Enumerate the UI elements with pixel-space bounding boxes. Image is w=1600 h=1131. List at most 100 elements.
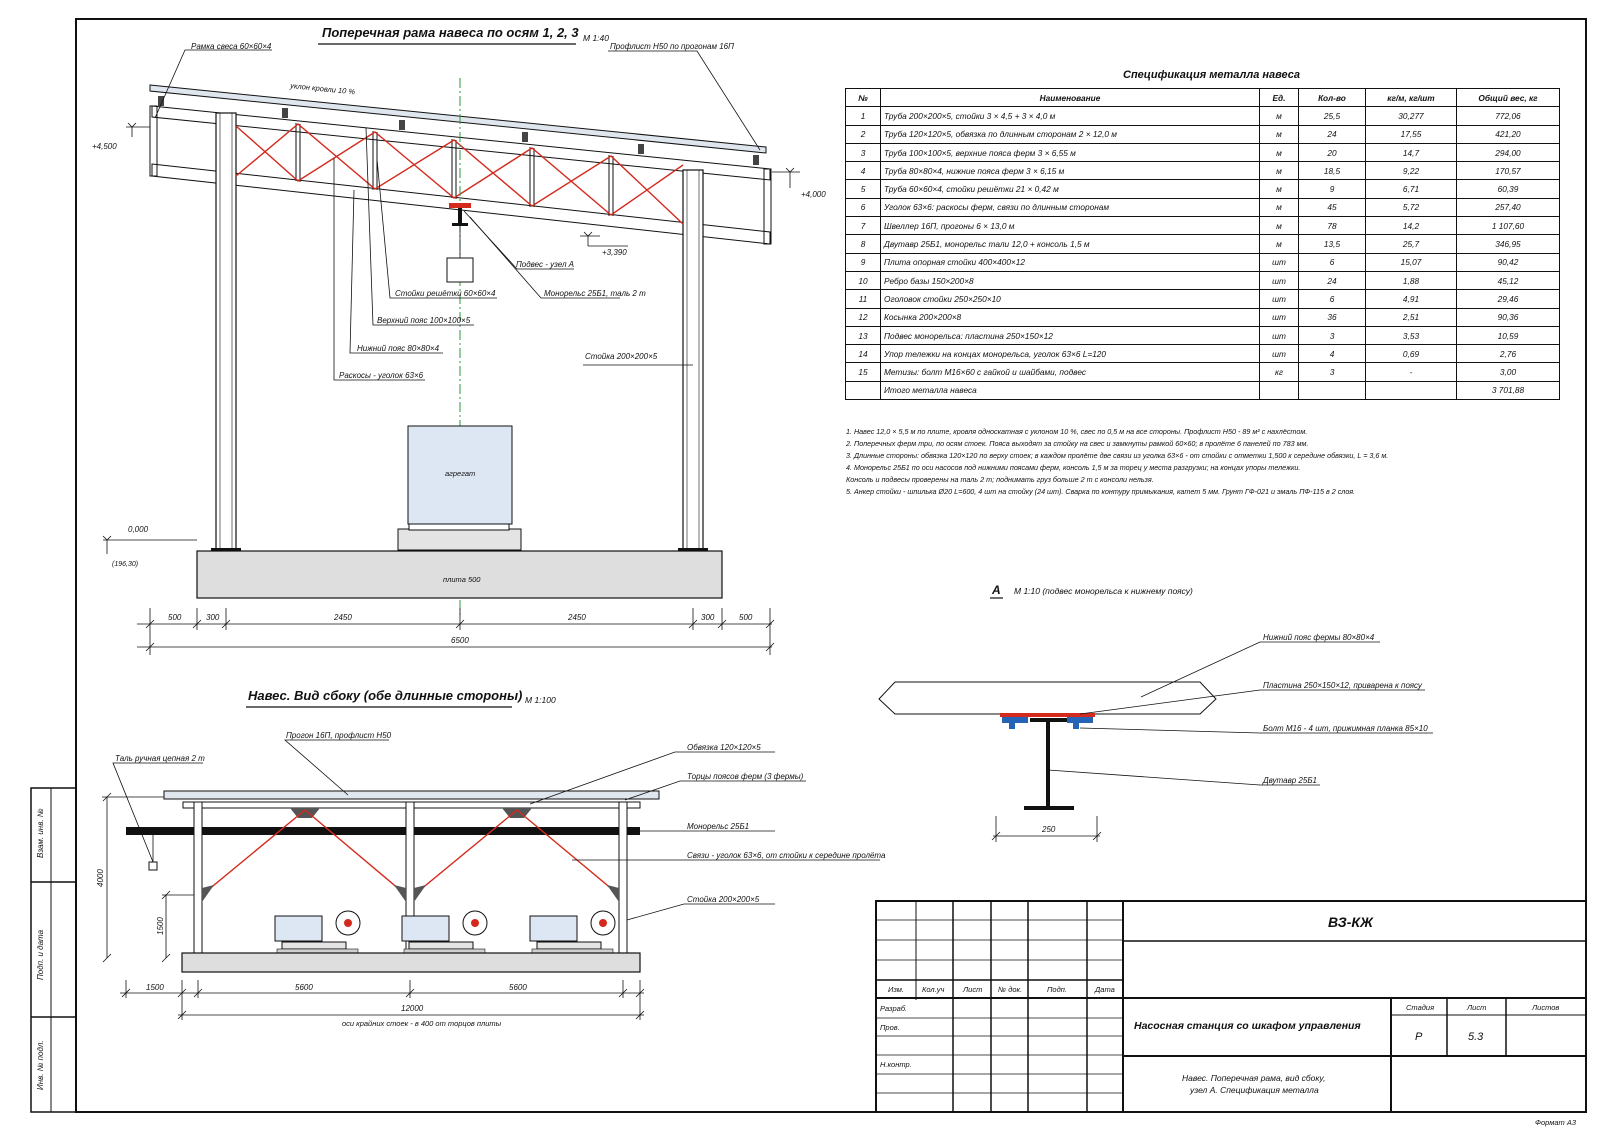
spec-cell-number: 11 <box>845 289 881 309</box>
spec-col-total-weight: Общий вес, кг <box>1456 87 1560 108</box>
level-zero: 0,000 <box>128 525 149 534</box>
margin-label-inventory: Инв. № подл. <box>36 1040 45 1090</box>
spec-cell-unit-weight <box>1365 380 1457 401</box>
spec-cell-unit-weight: 17,55 <box>1365 124 1457 144</box>
spec-cell-name: Оголовок стойки 250×250×10 <box>880 289 1260 309</box>
spec-cell-number: 2 <box>845 124 881 144</box>
spec-cell-name: Метизы: болт М16×60 с гайкой и шайбами, … <box>880 362 1260 382</box>
label-bracing: Связи - уголок 63×6, от стойки к середин… <box>687 851 886 860</box>
spec-cell-qty: 3 <box>1298 362 1366 382</box>
dim-total: 6500 <box>451 636 469 645</box>
spec-cell-unit-weight: 14,7 <box>1365 142 1457 163</box>
level-3390: +3,390 <box>602 248 627 257</box>
spec-cell-name: Швеллер 16П, прогоны 6 × 13,0 м <box>880 216 1260 236</box>
node-leaders <box>1047 641 1433 786</box>
spec-cell-unit-weight: - <box>1365 362 1457 382</box>
side-bracing <box>201 809 620 896</box>
note-line: 2. Поперечных ферм три, по осям стоек. П… <box>846 439 1309 449</box>
stamp-stage: Р <box>1415 1031 1423 1043</box>
dim-side-height: 4000 <box>96 869 105 887</box>
spec-cell-unit-weight: 14,2 <box>1365 216 1457 236</box>
side-monorail <box>126 827 640 835</box>
side-horizontal-dims <box>120 980 645 1020</box>
spec-cell-total-weight: 3,00 <box>1456 362 1560 382</box>
side-pump-group <box>274 910 361 954</box>
node-plate <box>1000 713 1095 717</box>
spec-col-unit-weight: кг/м, кг/шт <box>1365 87 1457 108</box>
level-mark: 0,000 (196,30) <box>102 525 197 568</box>
spec-cell-unit: м <box>1259 106 1299 126</box>
spec-cell-number: 14 <box>845 344 881 364</box>
dim-side-brace-height: 1500 <box>156 917 165 935</box>
spec-cell-total-weight: 29,46 <box>1456 289 1560 309</box>
spec-cell-name: Косынка 200×200×8 <box>880 307 1260 327</box>
margin-stamp: Взам. инв. № Подп. и дата Инв. № подл. <box>30 787 77 1113</box>
spec-cell-unit-weight: 1,88 <box>1365 270 1457 291</box>
label-diagonals: Раскосы - уголок 63×6 <box>339 371 424 380</box>
dim-half-left: 2450 <box>333 613 352 622</box>
spec-cell-number: 3 <box>845 142 881 163</box>
spec-cell-name: Труба 200×200×5, стойки 3 × 4,5 + 3 × 4,… <box>880 106 1260 126</box>
spec-cell-qty: 4 <box>1298 344 1366 364</box>
spec-cell-name: Труба 60×60×4, стойки решётки 21 × 0,42 … <box>880 179 1260 199</box>
dim-offset-right: 300 <box>701 613 715 622</box>
label-top-chord: Верхний пояс 100×100×5 <box>377 316 471 325</box>
frame-view: Поперечная рама навеса по осям 1, 2, 3 М… <box>92 25 826 655</box>
label-bottom-chord: Нижний пояс 80×80×4 <box>357 344 440 353</box>
spec-cell-name: Уголок 63×6: раскосы ферм, связи по длин… <box>880 197 1260 218</box>
spec-col-unit: Ед. <box>1259 87 1299 108</box>
frame-leaders <box>154 49 761 381</box>
side-note: оси крайних стоек - в 400 от торцов плит… <box>342 1019 502 1028</box>
purlin <box>638 144 644 154</box>
stamp-role-normcontrol: Н.контр. <box>880 1060 912 1069</box>
dim-overhang-left: 500 <box>168 613 182 622</box>
level-4500: +4,500 <box>92 142 117 151</box>
column-right <box>682 169 704 551</box>
spec-cell-unit: шт <box>1259 270 1299 291</box>
node-title: М 1:10 (подвес монорельса к нижнему пояс… <box>1014 586 1193 596</box>
spec-cell-qty: 25,5 <box>1298 106 1366 126</box>
spec-cell-name: Двутавр 25Б1, монорельс тали 12,0 + конс… <box>880 234 1260 254</box>
stamp-sheet-label: Лист <box>1466 1003 1486 1012</box>
truss-end <box>290 808 320 818</box>
node-letter: А <box>991 583 1001 597</box>
label-side-monorail: Монорельс 25Б1 <box>687 822 749 831</box>
note-line: 3. Длинные стороны: обвязка 120×120 по в… <box>846 451 1389 461</box>
spec-cell-total-weight: 10,59 <box>1456 325 1560 346</box>
level-4000: +4,000 <box>801 190 826 199</box>
label-column: Стойка 200×200×5 <box>585 352 658 361</box>
side-roof <box>163 790 660 800</box>
side-column <box>618 801 628 954</box>
spec-cell-number: 1 <box>845 106 881 126</box>
side-slab <box>181 952 641 973</box>
web-posts <box>295 123 614 216</box>
stamp-project: Насосная станция со шкафом управления <box>1134 1020 1361 1032</box>
spec-col-name: Наименование <box>880 87 1260 108</box>
node-dim-width: 250 <box>1041 825 1056 834</box>
spec-cell-total-weight: 2,76 <box>1456 344 1560 364</box>
spec-cell-total-weight: 90,36 <box>1456 307 1560 327</box>
spec-cell-name: Ребро базы 150×200×8 <box>880 270 1260 291</box>
stamp-stage-label: Стадия <box>1406 1003 1434 1012</box>
spec-cell-qty: 36 <box>1298 307 1366 327</box>
spec-cell-total-weight: 294,00 <box>1456 142 1560 163</box>
foundation-slab <box>196 550 723 599</box>
side-view: Навес. Вид сбоку (обе длинные стороны) М… <box>96 688 886 1028</box>
label-web-posts: Стойки решётки 60×60×4 <box>395 289 496 298</box>
spec-cell-unit-weight: 30,277 <box>1365 106 1457 126</box>
label-slope: уклон кровли 10 % <box>289 81 356 97</box>
dim-offset-left: 300 <box>206 613 220 622</box>
stamp-role-developer: Разраб. <box>880 1004 907 1013</box>
level-mark: +3,390 <box>580 231 628 257</box>
spec-cell-unit-weight: 9,22 <box>1365 161 1457 181</box>
spec-cell-name: Плита опорная стойки 400×400×12 <box>880 252 1260 272</box>
spec-cell-unit <box>1259 380 1299 401</box>
spec-cell-total-weight: 421,20 <box>1456 124 1560 144</box>
spec-cell-unit: м <box>1259 142 1299 163</box>
